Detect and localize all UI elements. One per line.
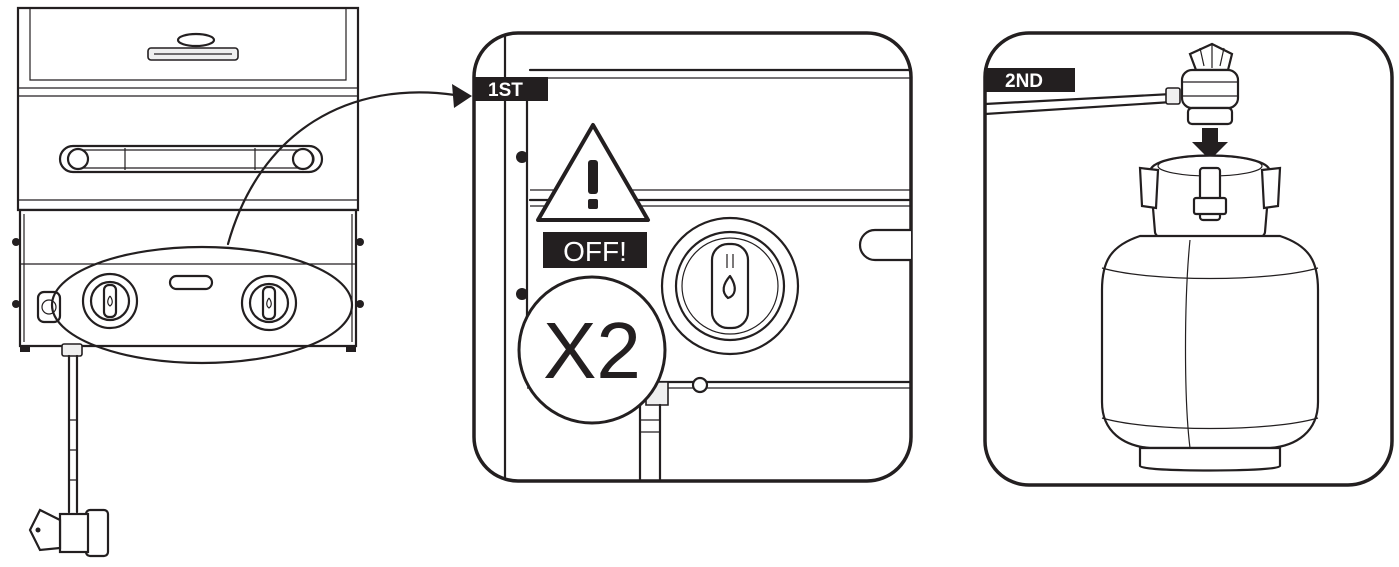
zoom-knob xyxy=(662,218,798,354)
grill-illustration xyxy=(12,8,472,556)
step2-panel: 2ND xyxy=(985,33,1392,485)
gas-hose-regulator xyxy=(30,344,108,556)
burner-knob-right xyxy=(242,276,296,330)
x2-badge-text: X2 xyxy=(543,306,641,395)
propane-tank xyxy=(1102,236,1318,471)
step1-tag-text: 1ST xyxy=(488,80,523,101)
burner-knob-left xyxy=(83,274,137,328)
step2-tag-text: 2ND xyxy=(1005,71,1043,92)
step1-tag: 1ST xyxy=(474,77,548,101)
off-warning-label: OFF! xyxy=(543,232,647,268)
lid-handle xyxy=(60,146,322,172)
step2-tag: 2ND xyxy=(985,68,1075,92)
x2-badge: X2 xyxy=(519,277,665,423)
off-warning-text: OFF! xyxy=(563,236,627,267)
panel-slot xyxy=(170,276,212,289)
step1-panel: 1ST OFF! X2 xyxy=(474,33,930,481)
regulator xyxy=(1182,44,1238,124)
tank-collar xyxy=(1140,156,1280,245)
